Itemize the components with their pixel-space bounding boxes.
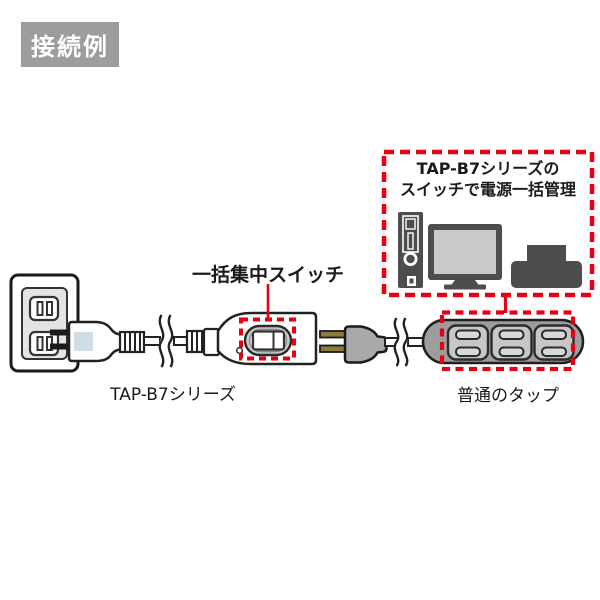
switch-strain-relief bbox=[185, 329, 207, 354]
strip-outlet bbox=[446, 324, 490, 361]
callout-line2: スイッチで電源一括管理 bbox=[399, 180, 576, 199]
wall-outlet-socket-top bbox=[28, 295, 60, 322]
pc-tower-icon bbox=[398, 212, 423, 288]
plug-prong bbox=[50, 329, 72, 336]
wall-outlet bbox=[9, 273, 80, 373]
plug-strain-relief bbox=[118, 330, 146, 354]
cord-break-icon bbox=[167, 314, 174, 368]
ordinary-tap-label: 普通のタップ bbox=[457, 386, 559, 406]
callout-line1: TAP-B7シリーズの bbox=[416, 159, 560, 178]
ordinary-power-strip bbox=[421, 310, 585, 372]
tapb7-switch-unit bbox=[185, 284, 318, 366]
plug-body bbox=[343, 325, 388, 364]
tapb7-series-label: TAP-B7シリーズ bbox=[110, 385, 236, 405]
cord-right bbox=[384, 314, 427, 370]
switch-callout-label: 一括集中スイッチ bbox=[191, 264, 344, 286]
tapb7-plug bbox=[50, 320, 146, 363]
plug-prong bbox=[319, 344, 347, 353]
section-badge: 接続例 bbox=[21, 22, 119, 67]
ordinary-tap-plug bbox=[319, 325, 388, 364]
section-badge-label: 接続例 bbox=[31, 33, 109, 61]
strip-outlet bbox=[490, 324, 533, 361]
callout-text: TAP-B7シリーズの スイッチで電源一括管理 bbox=[384, 158, 592, 200]
plug-body bbox=[67, 320, 124, 363]
cord-left bbox=[143, 312, 189, 370]
rocker-switch bbox=[251, 330, 286, 351]
plug-prong bbox=[319, 330, 347, 339]
cord-break-icon bbox=[393, 317, 400, 367]
callout-box bbox=[381, 149, 595, 313]
printer-icon bbox=[511, 245, 582, 288]
cord-break-icon bbox=[402, 317, 409, 367]
indicator-led bbox=[235, 346, 244, 355]
monitor-icon bbox=[428, 224, 502, 290]
plug-prong bbox=[50, 343, 72, 350]
switch-highlight-box bbox=[239, 317, 296, 361]
plug-accent bbox=[74, 332, 93, 351]
callout-border bbox=[381, 149, 595, 298]
strip-outlet bbox=[533, 324, 575, 361]
cord-break-icon bbox=[158, 314, 165, 368]
